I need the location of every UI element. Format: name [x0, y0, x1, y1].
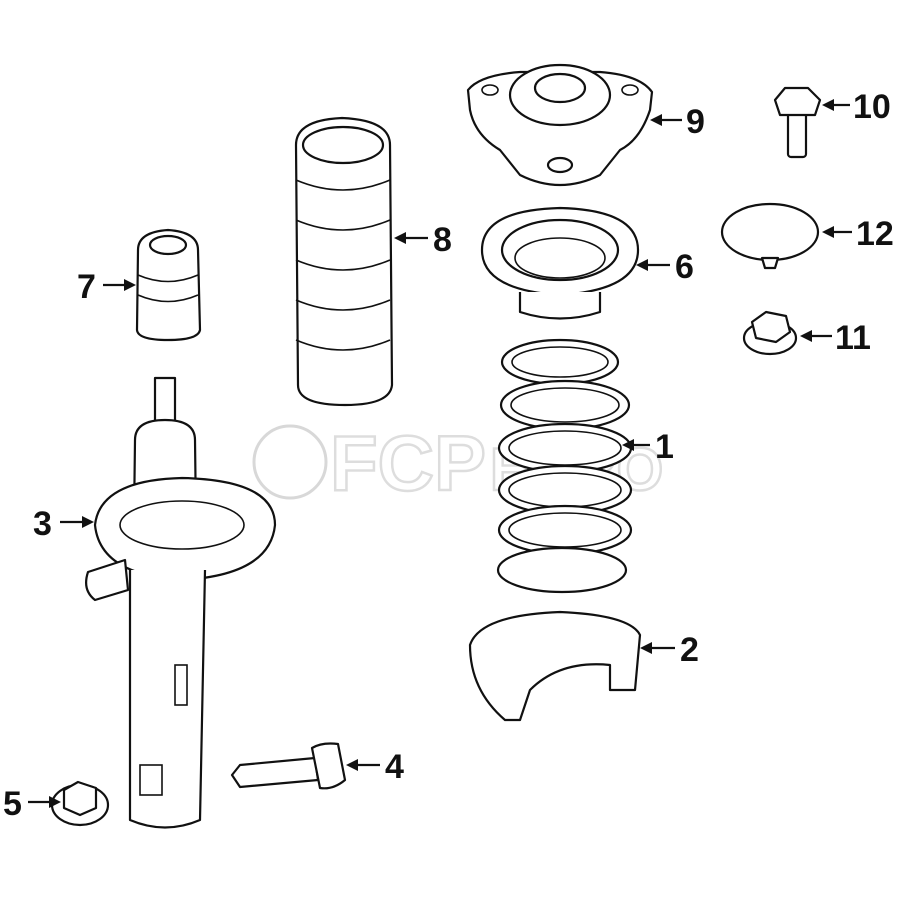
svg-text:FCP: FCP [330, 419, 486, 507]
mount-bolt-part [773, 86, 822, 159]
callout-4: 4 [385, 748, 404, 786]
callout-3: 3 [33, 505, 52, 543]
callout-12: 12 [856, 215, 894, 253]
flange-nut-part [742, 310, 798, 356]
strut-part [85, 376, 277, 829]
callout-2: 2 [680, 631, 699, 669]
callout-1: 1 [655, 428, 674, 466]
callout-5: 5 [3, 785, 22, 823]
callout-6: 6 [675, 248, 694, 286]
coil-spring-part [496, 338, 633, 594]
bolt-part [230, 742, 347, 790]
callout-arrows [28, 99, 852, 808]
callout-10: 10 [853, 88, 891, 126]
bump-stop-part [135, 228, 202, 342]
dust-boot-part [294, 116, 394, 407]
callout-8: 8 [433, 221, 452, 259]
callout-9: 9 [686, 103, 705, 141]
upper-spring-seat-part [480, 206, 640, 320]
callout-7: 7 [77, 268, 96, 306]
lower-spring-seat-part [468, 610, 642, 722]
callout-11: 11 [835, 319, 871, 357]
nut-part [50, 780, 110, 827]
cap-part [720, 202, 820, 270]
strut-mount-part [466, 63, 654, 187]
